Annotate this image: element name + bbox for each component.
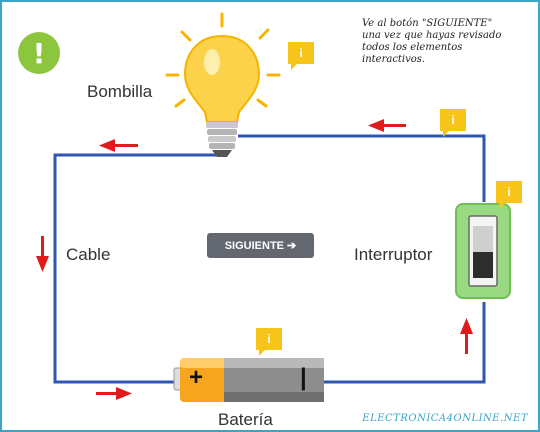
label-battery: Batería	[218, 410, 273, 429]
info-button-bulb[interactable]: i	[288, 42, 314, 70]
arrow-left-top	[99, 139, 138, 152]
info-button-switch[interactable]: i	[496, 181, 522, 209]
info-button-battery[interactable]: i	[256, 328, 282, 356]
arrow-down-left	[36, 236, 49, 272]
switch-icon	[455, 203, 511, 299]
label-cable: Cable	[66, 245, 111, 264]
arrow-right-bottom	[96, 387, 132, 400]
circuit-wire	[53, 134, 486, 384]
light-bulb-icon	[165, 12, 281, 157]
footer-watermark: ELECTRONICA4ONLINE.NET	[362, 413, 528, 424]
label-bulb: Bombilla	[87, 82, 153, 101]
instruction-text: Ve al botón "SIGUIENTE" una vez que haya…	[362, 18, 502, 65]
arrow-left-right	[368, 119, 406, 132]
alert-icon: !	[18, 32, 60, 74]
current-arrows	[36, 119, 473, 400]
info-button-wire[interactable]: i	[440, 109, 466, 137]
battery-plus-sign: +	[189, 364, 204, 391]
next-button[interactable]: SIGUIENTE ➔	[207, 233, 314, 258]
battery-minus-sign: |	[300, 364, 307, 391]
label-switch: Interruptor	[354, 245, 433, 264]
arrow-up-right	[460, 318, 473, 354]
battery-icon	[173, 358, 324, 402]
